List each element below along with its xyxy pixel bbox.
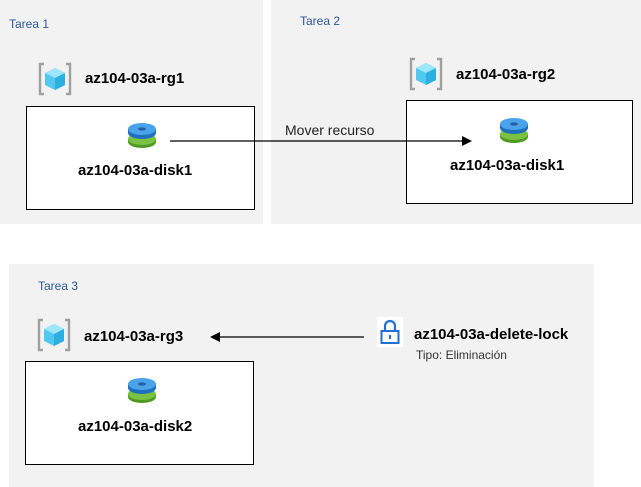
task3-disk-name: az104-03a-disk2	[78, 418, 193, 435]
move-resource-arrow	[170, 136, 472, 146]
resource-group-icon	[37, 318, 71, 352]
task2-disk-name: az104-03a-disk1	[450, 157, 565, 174]
task2-resource-group-box	[406, 100, 633, 204]
delete-lock-type: Tipo: Eliminación	[416, 348, 507, 362]
resource-group-icon	[38, 62, 72, 96]
task1-resource-group-name: az104-03a-rg1	[85, 70, 185, 87]
resource-group-icon	[409, 57, 443, 91]
task1-label: Tarea 1	[9, 17, 50, 31]
task2-label: Tarea 2	[300, 14, 341, 28]
task3-resource-group-name: az104-03a-rg3	[84, 328, 184, 345]
task2-resource-group-name: az104-03a-rg2	[456, 66, 556, 83]
delete-lock-name: az104-03a-delete-lock	[414, 326, 569, 343]
lock-icon	[377, 317, 403, 347]
lock-to-rg3-arrow	[210, 332, 364, 342]
managed-disk-icon	[128, 123, 156, 148]
task1-disk-name: az104-03a-disk1	[78, 162, 193, 179]
task3-label: Tarea 3	[38, 279, 79, 293]
managed-disk-icon	[128, 378, 156, 403]
managed-disk-icon	[500, 118, 528, 143]
move-resource-label: Mover recurso	[285, 122, 375, 138]
